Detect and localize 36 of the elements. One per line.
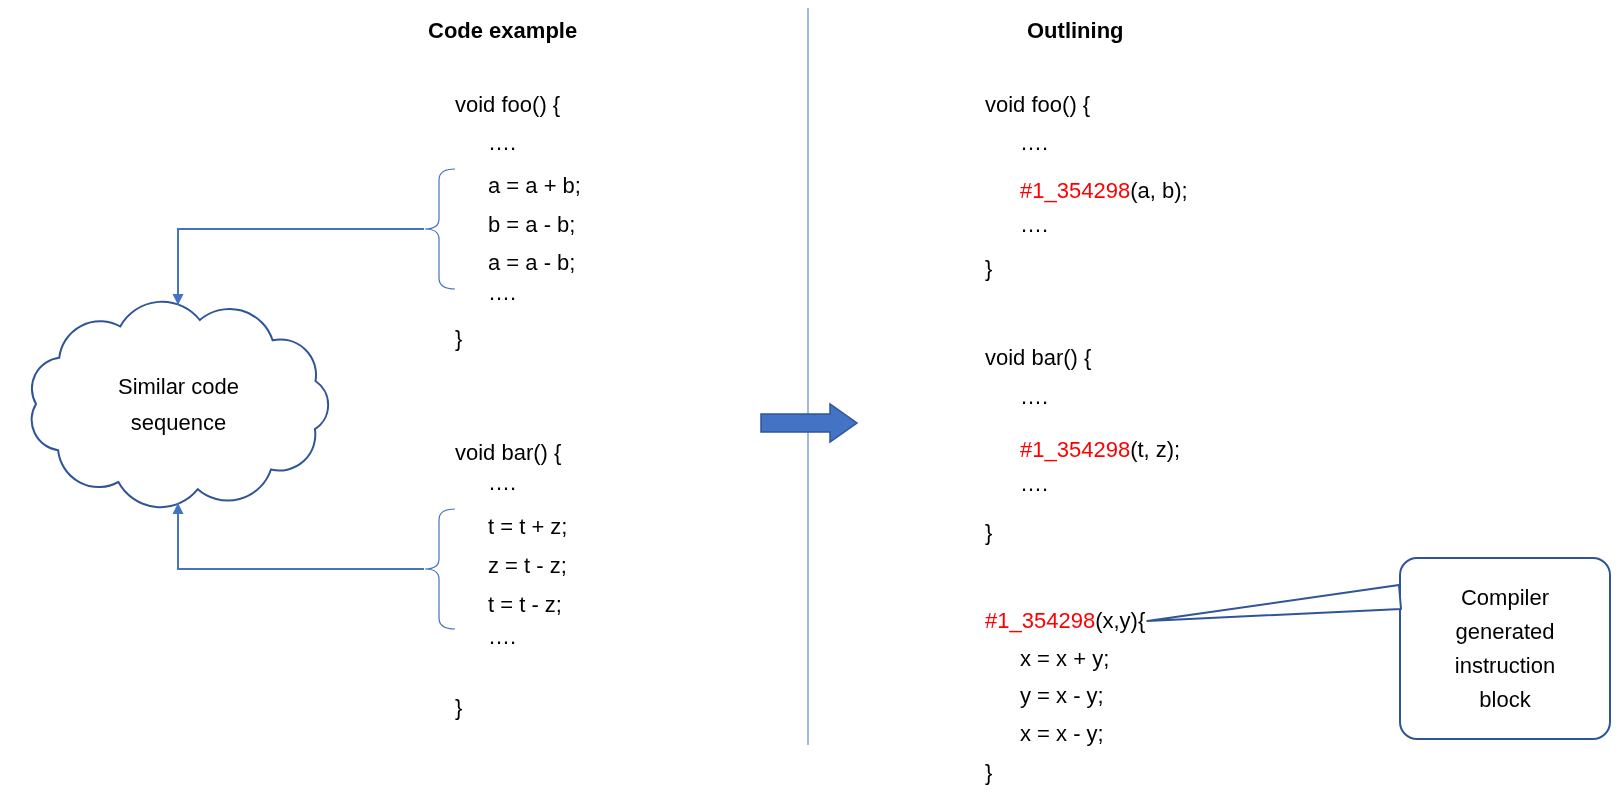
- code-line: b = a - b;: [488, 212, 576, 238]
- speech-bubble: Compiler generated instruction block: [1399, 557, 1611, 740]
- callout-pointer: [1146, 584, 1402, 622]
- code-line: y = x - y;: [1020, 683, 1104, 709]
- code-line: #1_354298(a, b);: [1020, 178, 1188, 204]
- connector-arrow: [172, 502, 425, 570]
- code-line: #1_354298(t, z);: [1020, 437, 1181, 463]
- code-line: ….: [488, 624, 517, 650]
- code-line: ….: [488, 470, 517, 496]
- code-line: }: [455, 326, 463, 352]
- code-line: ….: [1020, 384, 1049, 410]
- code-line: void bar() {: [985, 345, 1092, 371]
- code-line: a = a + b;: [488, 173, 581, 199]
- code-line: }: [985, 520, 993, 546]
- column-heading: Outlining: [1027, 18, 1124, 44]
- code-line: void bar() {: [455, 440, 562, 466]
- cloud-text: Similar code sequence: [116, 372, 240, 437]
- code-line: ….: [1020, 130, 1049, 156]
- code-line: t = t - z;: [488, 592, 562, 618]
- code-line: ….: [1020, 212, 1049, 238]
- code-line: z = t - z;: [488, 553, 567, 579]
- code-line: }: [455, 695, 463, 721]
- code-line: }: [985, 760, 993, 786]
- code-line: void foo() {: [455, 92, 561, 118]
- column-heading: Code example: [428, 18, 578, 44]
- code-line: a = a - b;: [488, 250, 576, 276]
- code-line: x = x + y;: [1020, 646, 1110, 672]
- code-line: x = x - y;: [1020, 721, 1104, 747]
- code-line: ….: [1020, 471, 1049, 497]
- connector-arrow: [172, 228, 425, 306]
- code-line: #1_354298(x,y){: [985, 608, 1146, 634]
- code-line: ….: [488, 130, 517, 156]
- code-line: void foo() {: [985, 92, 1091, 118]
- code-line: }: [985, 256, 993, 282]
- code-line: t = t + z;: [488, 514, 568, 540]
- code-line: ….: [488, 280, 517, 306]
